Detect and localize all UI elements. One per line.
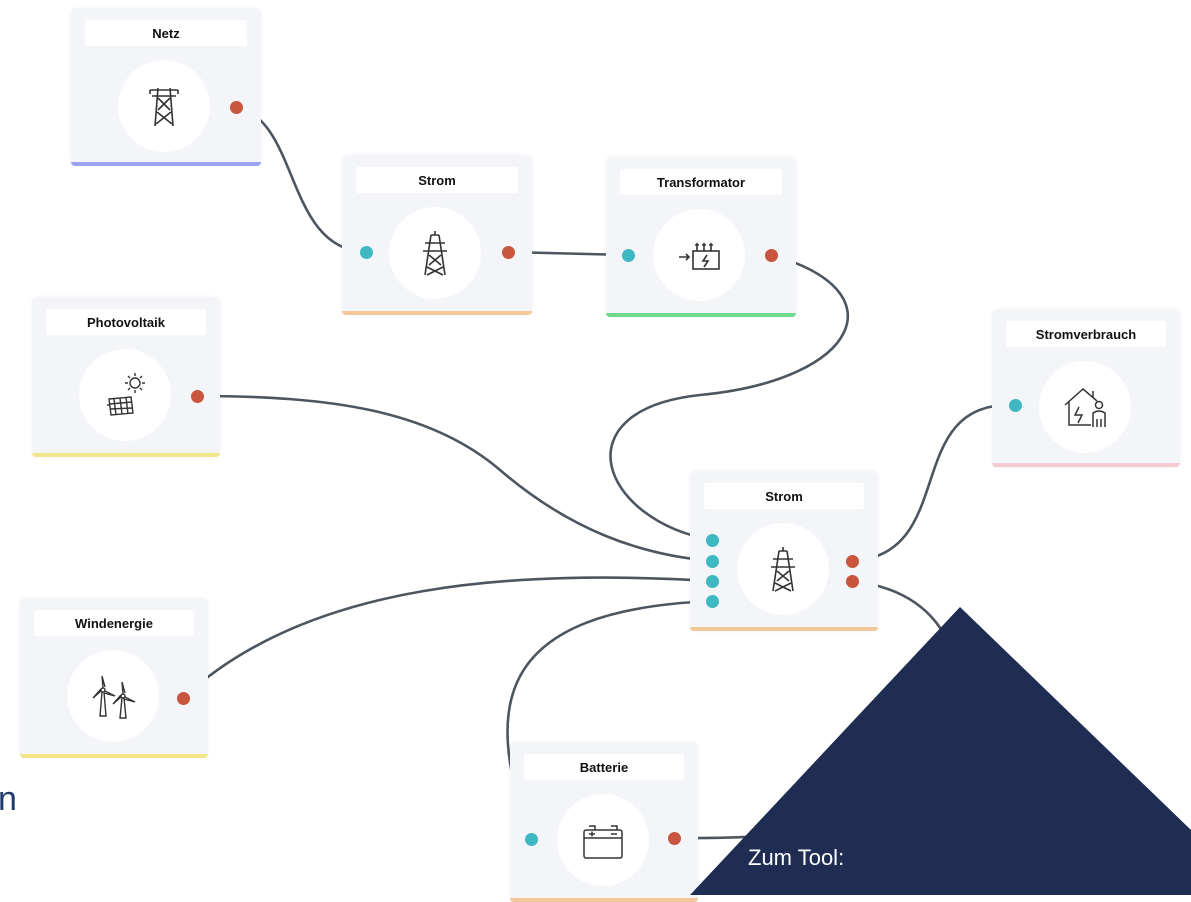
node-icon-circle xyxy=(737,523,829,615)
windenergie-output-port[interactable] xyxy=(176,691,190,705)
strom-hub-output-port-1[interactable] xyxy=(845,554,859,568)
transformator-input-port[interactable] xyxy=(621,248,635,262)
batterie-output-port[interactable] xyxy=(667,831,681,845)
node-netz[interactable]: Netz xyxy=(71,8,261,166)
node-transformator[interactable]: Transformator xyxy=(606,157,796,317)
node-strom-top[interactable]: Strom xyxy=(342,155,532,315)
strom-top-output-port[interactable] xyxy=(501,245,515,259)
node-category-bar xyxy=(992,463,1180,467)
house-consumer-icon xyxy=(1064,388,1106,427)
node-icon-circle xyxy=(653,209,745,301)
photovoltaik-output-port[interactable] xyxy=(190,389,204,403)
power-pylon-icon xyxy=(771,547,795,592)
node-label: Netz xyxy=(85,20,247,46)
strom-hub-input-port-2[interactable] xyxy=(705,554,719,568)
node-label: Photovoltaik xyxy=(46,309,206,335)
wire-transformator-strom-hub xyxy=(609,253,850,542)
node-category-bar xyxy=(20,754,208,758)
cropped-heading-text: n xyxy=(0,780,17,818)
stromverbrauch-input-port[interactable] xyxy=(1008,398,1022,412)
cta-zum-tool-link[interactable]: Zum Tool: xyxy=(748,845,845,870)
node-stromverbrauch[interactable]: Stromverbrauch xyxy=(992,309,1180,467)
strom-top-input-port[interactable] xyxy=(359,245,373,259)
transformator-output-port[interactable] xyxy=(764,248,778,262)
node-icon-circle xyxy=(67,650,159,742)
node-category-bar xyxy=(32,453,220,457)
solar-panel-icon xyxy=(107,373,145,416)
node-icon-circle xyxy=(79,349,171,441)
node-icon-circle xyxy=(389,207,481,299)
wire-photovoltaik-strom-hub xyxy=(196,394,713,563)
node-category-bar xyxy=(510,898,698,902)
wind-turbines-icon xyxy=(92,675,136,719)
netz-output-port[interactable] xyxy=(229,100,243,114)
strom-hub-input-port-4[interactable] xyxy=(705,594,719,608)
node-windenergie[interactable]: Windenergie xyxy=(20,598,208,758)
node-batterie[interactable]: Batterie xyxy=(510,742,698,902)
strom-hub-input-port-1[interactable] xyxy=(705,533,719,547)
wire-windenergie-strom-hub xyxy=(182,576,713,699)
strom-hub-output-port-2[interactable] xyxy=(845,574,859,588)
node-label: Strom xyxy=(356,167,518,193)
node-label: Windenergie xyxy=(34,610,194,636)
node-category-bar xyxy=(690,627,878,631)
batterie-input-port[interactable] xyxy=(524,832,538,846)
node-label: Stromverbrauch xyxy=(1006,321,1166,347)
node-category-bar xyxy=(71,162,261,166)
wire-strom-hub-stromverbrauch xyxy=(851,403,1016,563)
battery-icon xyxy=(583,825,623,859)
transformer-icon xyxy=(679,243,720,270)
power-pylon-icon xyxy=(423,231,447,276)
strom-hub-input-port-3[interactable] xyxy=(705,574,719,588)
node-label: Strom xyxy=(704,483,864,509)
node-category-bar xyxy=(342,311,532,315)
node-icon-circle xyxy=(557,794,649,886)
node-photovoltaik[interactable]: Photovoltaik xyxy=(32,297,220,457)
node-icon-circle xyxy=(1039,361,1131,453)
node-icon-circle xyxy=(118,60,210,152)
node-category-bar xyxy=(606,313,796,317)
node-label: Transformator xyxy=(620,169,782,195)
node-label: Batterie xyxy=(524,754,684,780)
power-pylon-icon xyxy=(149,87,179,127)
node-strom-hub[interactable]: Strom xyxy=(690,471,878,631)
